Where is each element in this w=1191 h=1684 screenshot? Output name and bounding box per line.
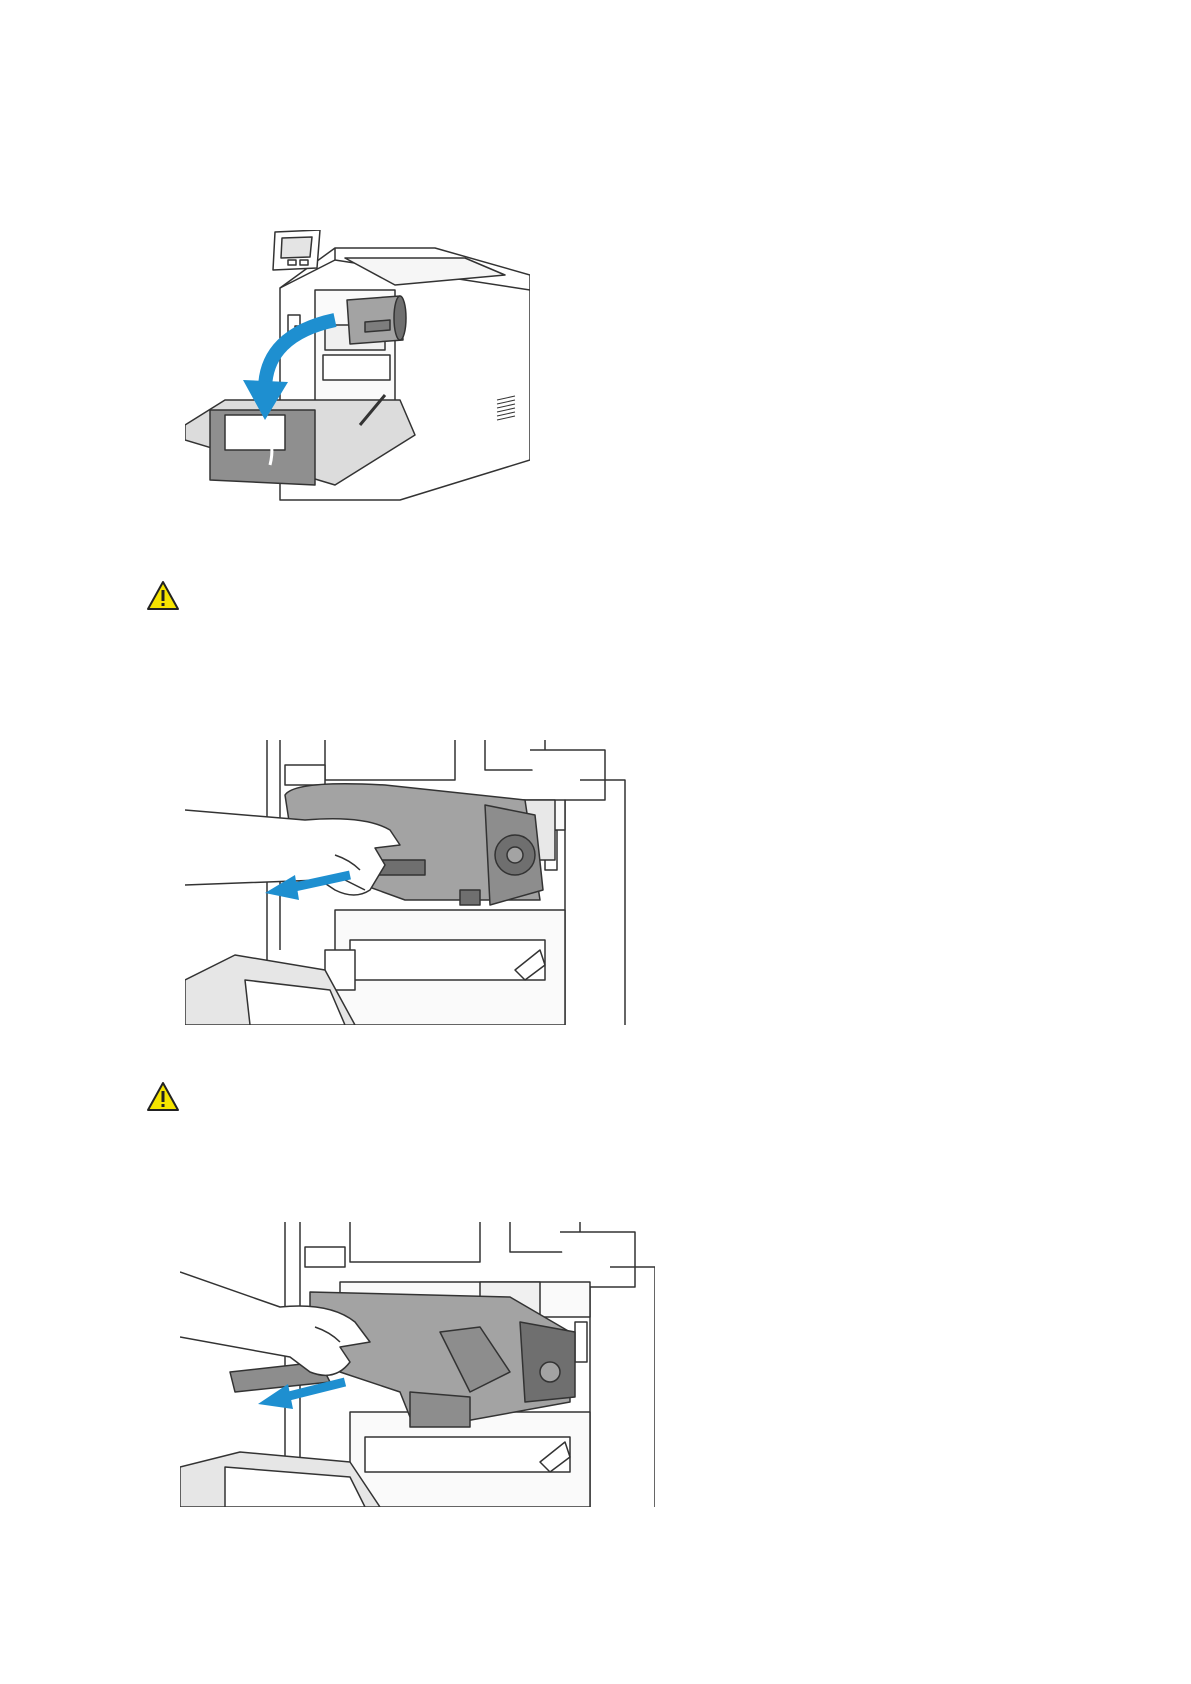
open-front-door-illustration: [185, 230, 530, 520]
remove-drum-cartridge-illustration: [180, 1222, 655, 1507]
warning-triangle-icon: [146, 1081, 180, 1113]
remove-toner-cartridge-illustration: [185, 740, 635, 1025]
warning-triangle-icon: [146, 580, 180, 612]
